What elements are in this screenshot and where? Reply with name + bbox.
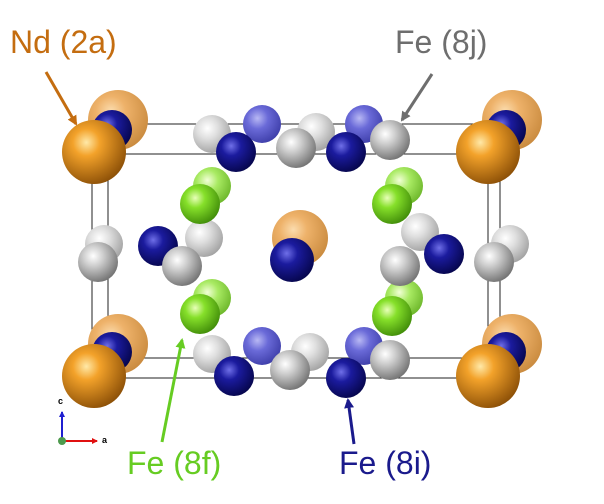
fe-8f-arrow (160, 338, 186, 443)
fe-8j-atom (380, 246, 420, 286)
fe-8f-atom (180, 184, 220, 224)
fe-8j-arrow (400, 73, 434, 122)
fe-8i-atom (216, 132, 256, 172)
fe-8j-atom (162, 246, 202, 286)
fe-8i-atom (326, 132, 366, 172)
fe-8f-atom (372, 184, 412, 224)
fe-8i-atom (326, 358, 366, 398)
nd-atom (62, 120, 126, 184)
axis-label-c: c (58, 396, 64, 406)
nd-2a-arrow (44, 71, 78, 126)
label-fe-8i: Fe (8i) (339, 445, 432, 481)
fe-8j-atom (276, 128, 316, 168)
fe-8f-atom (372, 296, 412, 336)
fe-8i-atom (270, 238, 314, 282)
fe-8i-atom-back (243, 327, 281, 365)
fe-8j-atom-back (185, 219, 223, 257)
axis-origin (58, 437, 66, 445)
axis-indicator (58, 411, 98, 445)
label-fe-8f: Fe (8f) (127, 445, 222, 481)
label-nd-2a: Nd (2a) (10, 24, 117, 60)
fe-8i-atom (424, 234, 464, 274)
axis-label-a: a (102, 435, 108, 445)
fe-8j-atom (370, 340, 410, 380)
fe-8i-atom-back (243, 105, 281, 143)
nd-atom (62, 344, 126, 408)
fe-8i-atom (214, 356, 254, 396)
fe-8i-arrow (344, 398, 356, 445)
fe-8f-atom (180, 294, 220, 334)
front-atoms (62, 110, 526, 408)
fe-8j-atom (78, 242, 118, 282)
fe-8j-atom (474, 242, 514, 282)
fe-8j-atom (270, 350, 310, 390)
nd-atom (456, 120, 520, 184)
fe-8j-atom (370, 120, 410, 160)
nd-atom (456, 344, 520, 408)
label-fe-8j: Fe (8j) (395, 24, 488, 60)
